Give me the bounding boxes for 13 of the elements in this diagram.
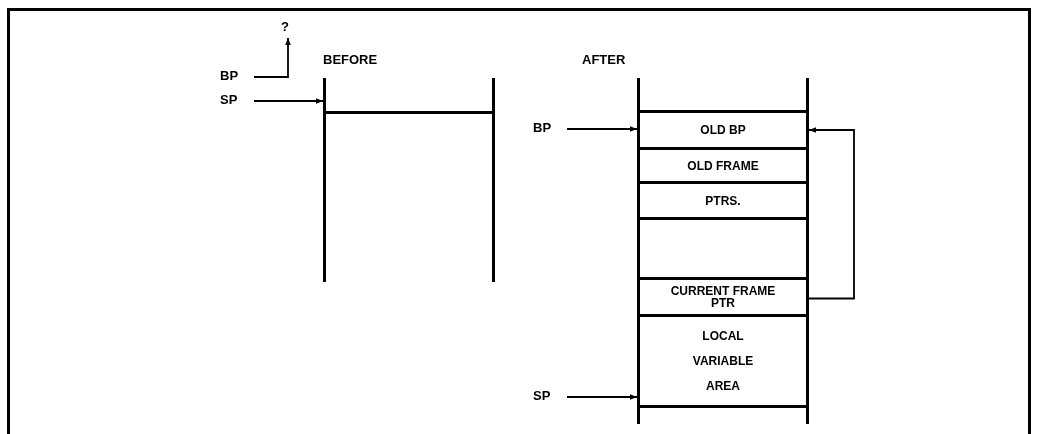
stack-cell: OLD BP — [637, 110, 809, 150]
pointer-label: ? — [281, 20, 295, 36]
stack-heading: AFTER — [582, 53, 626, 66]
arrow — [253, 98, 324, 104]
pointer-label: BP — [533, 121, 559, 137]
stack-heading: BEFORE — [323, 53, 378, 66]
pointer-label: SP — [533, 389, 559, 405]
pointer-label: BP — [220, 69, 246, 85]
arrow — [808, 127, 855, 300]
pointer-label: SP — [220, 93, 246, 109]
arrow — [253, 37, 291, 78]
arrow — [566, 126, 638, 132]
arrow — [566, 394, 638, 400]
